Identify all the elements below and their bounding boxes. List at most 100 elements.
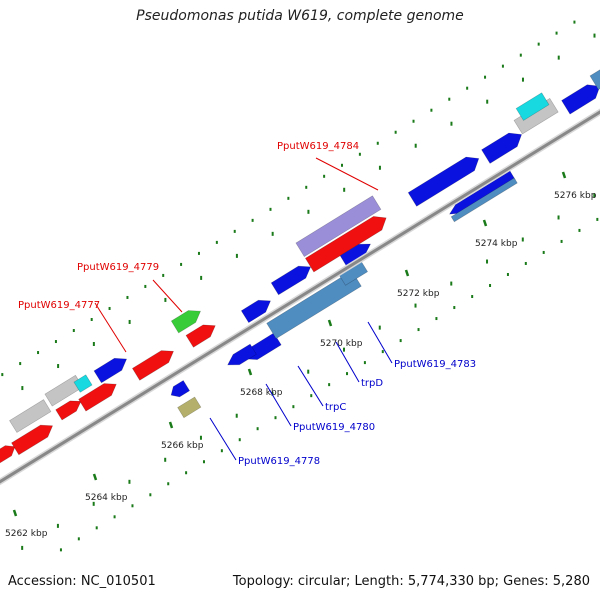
ruler-dot [596,217,599,221]
ruler-dot [202,460,205,464]
ruler-dot [486,99,489,104]
ruler-dot [21,545,24,550]
genome-summary-text: Topology: circular; Length: 5,774,330 bp… [232,574,590,589]
ruler-dot [126,295,129,299]
gene-arrow [185,324,216,348]
ruler-dot [1,373,4,377]
ruler-dot [185,471,188,475]
gene-arrow [407,156,480,207]
gene-arrow [227,343,257,366]
tick-label: 5266 kbp [161,441,204,451]
gene-features [0,69,600,464]
tick-mark [561,171,567,179]
gene-arrow [93,357,128,384]
ruler-dot [307,209,310,214]
ruler-dot [167,482,170,486]
ruler-dot [378,165,381,170]
ruler-dot [542,250,545,254]
ruler-dot [164,297,167,302]
ruler-dot [56,523,59,528]
ruler-dot [77,537,80,541]
ruler-dot [376,141,379,145]
ruler-dot [343,187,346,192]
ruler-dot [521,237,524,242]
ruler-dot [537,42,540,46]
ruler-dot [292,405,295,409]
gene-arrow [73,374,93,393]
ruler-dot [305,185,308,189]
leader-line [297,365,324,407]
ruler-dot [199,435,202,440]
ruler-dot [593,33,596,38]
tick-label: 5276 kbp [554,191,597,201]
ruler-dot [95,526,98,530]
ruler-dot [215,240,218,244]
ruler-dot [164,457,167,462]
gene-arrow [177,396,202,419]
ruler-dot [256,427,259,431]
gene-arrow [78,383,117,412]
ruler-dot [197,251,200,255]
leader-line [315,157,379,191]
gene-label: PputW619_4780 [293,422,375,433]
gene-label: PputW619_4777 [18,300,100,311]
tick-mark [92,473,98,481]
ruler-dot [414,143,417,148]
ruler-dot [271,231,274,236]
ruler-dot [414,303,417,308]
gene-arrow [131,350,174,381]
ruler-dot [524,261,527,265]
gene-arrow [0,445,16,464]
ruler-dot [557,55,560,60]
ruler-dot [399,339,402,343]
gene-arrow [450,177,518,223]
ruler-dot [149,493,152,497]
ruler-dot [593,193,596,198]
ruler-dot [128,479,131,484]
ruler-dot [358,152,361,156]
ruler-dot [381,350,384,354]
gene-label: PputW619_4778 [238,456,320,467]
ruler-dot [108,306,111,310]
gene-label: PputW619_4783 [394,359,476,370]
ruler-dot [180,262,183,266]
ruler-dot [19,362,22,366]
leader-line [209,417,237,461]
ruler-dot [131,504,134,508]
ruler-dot [484,75,487,79]
ruler-dots [1,20,599,552]
ruler-dot [578,228,581,232]
ruler-dot [287,196,290,200]
gene-arrow [481,132,523,164]
gene-arrow [266,270,362,340]
ruler-dot [59,548,62,552]
gene-label: trpC [325,402,346,413]
ruler-dot [417,328,420,332]
backbone-line [0,110,600,484]
gene-arrow [170,380,191,398]
ruler-dot [450,281,453,286]
ruler-dot [233,229,236,233]
ruler-dot [448,97,451,101]
ruler-dot [486,259,489,264]
ruler-dot [346,372,349,376]
ruler-dot [37,351,40,355]
ruler-dot [501,64,504,68]
ruler-dot [555,31,558,35]
gene-arrow [11,424,54,456]
ruler-dot [323,174,326,178]
gene-arrow [304,216,387,273]
tick-mark [327,319,333,327]
leader-line [94,302,127,353]
gene-arrow [589,69,600,91]
tick-mark [404,269,410,277]
ruler-dot [92,341,95,346]
ruler-dot [557,215,560,220]
ruler-dot [412,119,415,123]
gene-arrow [515,92,550,121]
ruler-dot [435,317,438,321]
ruler-dot [274,416,277,420]
ruler-dot [430,108,433,112]
ruler-dot [271,391,274,396]
